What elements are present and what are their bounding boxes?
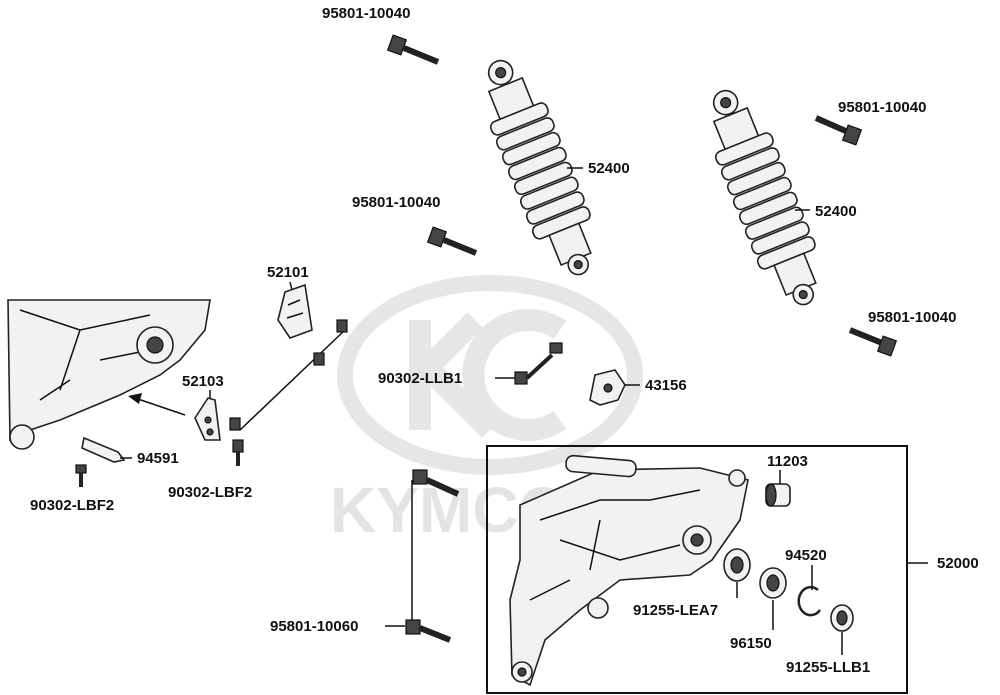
label-bolt-lbf2-small: 90302-LBF2 <box>30 497 114 514</box>
label-seal-llb1: 91255-LLB1 <box>786 659 870 676</box>
label-bolt-right-low: 95801-10040 <box>868 309 956 326</box>
assembly-box <box>486 445 908 694</box>
bolt-lbf2-small <box>75 464 87 487</box>
bushing-11203 <box>765 483 791 507</box>
label-bolt-right-top: 95801-10040 <box>838 99 926 116</box>
label-bolt-llb1: 90302-LLB1 <box>378 370 462 387</box>
bolt-llb1 <box>495 342 563 385</box>
label-clamp: 43156 <box>645 377 687 394</box>
plate-52103 <box>194 397 221 441</box>
label-plate: 52103 <box>182 373 224 390</box>
bolt-right-low <box>848 327 898 357</box>
label-bolt-top: 95801-10040 <box>322 5 410 22</box>
circlip-94520 <box>797 585 822 617</box>
leader-lines <box>120 167 843 655</box>
bolt-mid <box>426 226 478 256</box>
label-seal-lea7: 91255-LEA7 <box>633 602 718 619</box>
seal-llb1 <box>830 604 854 632</box>
long-bolt-95801-10060 <box>405 469 460 643</box>
clamp-43156 <box>589 369 626 406</box>
label-shock-right: 52400 <box>815 203 857 220</box>
label-arm-assembly: 52000 <box>937 555 979 572</box>
label-long-bolt: 95801-10060 <box>270 618 358 635</box>
shock-absorber-left <box>487 59 592 276</box>
label-strip: 94591 <box>137 450 179 467</box>
label-bolt-mid: 95801-10040 <box>352 194 440 211</box>
bearing-96150 <box>759 567 787 599</box>
label-cover: 52101 <box>267 264 309 281</box>
kymco-watermark: KYMCO <box>330 275 643 546</box>
label-bushing: 11203 <box>767 453 808 470</box>
seal-lea7 <box>723 548 751 582</box>
label-shock-left: 52400 <box>588 160 630 177</box>
label-bolt-lbf2-plate: 90302-LBF2 <box>168 484 252 501</box>
frame-fragment <box>7 299 211 450</box>
small-bolt-assembly <box>229 319 348 466</box>
bolt-top <box>386 34 440 65</box>
label-circlip: 94520 <box>785 547 827 564</box>
part-labels: 95801-10040 52400 95801-10040 95801-1004… <box>30 5 979 676</box>
cover-52101 <box>277 283 313 339</box>
label-bearing: 96150 <box>730 635 772 652</box>
bolt-right-top <box>814 115 863 146</box>
swing-arm-52000 <box>509 454 749 687</box>
strip-94591 <box>81 436 126 463</box>
shock-absorber-right <box>712 89 817 306</box>
